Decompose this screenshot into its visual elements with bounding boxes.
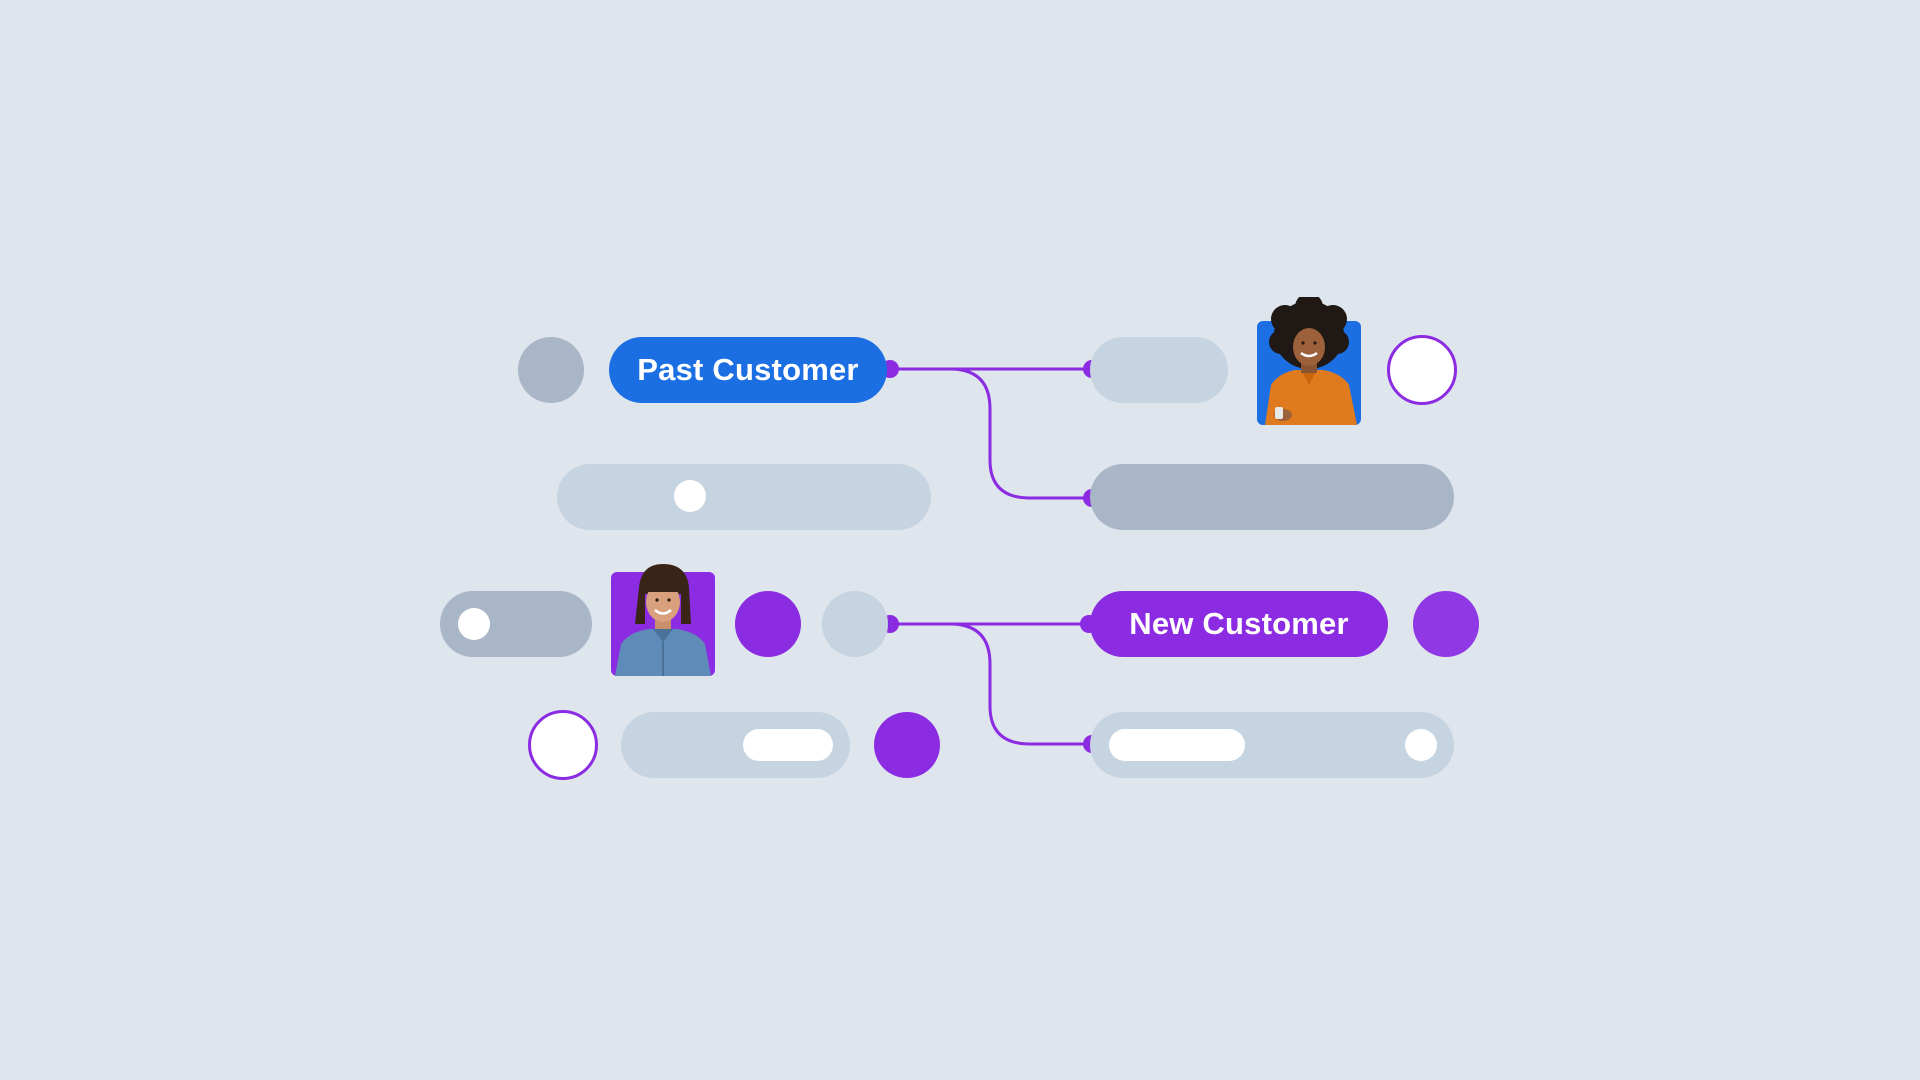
placeholder-bar [743,729,833,761]
placeholder-pill [1090,337,1228,403]
placeholder-dot [822,591,888,657]
placeholder-pill [557,464,931,530]
person-avatar-icon [1257,321,1361,425]
past-customer-label: Past Customer [637,352,858,388]
placeholder-dot-purple [874,712,940,778]
placeholder-dot [1405,729,1437,761]
placeholder-ring [1387,335,1457,405]
new-customer-label: New Customer [1129,606,1348,642]
new-customer-node[interactable]: New Customer [1090,591,1388,657]
person-avatar-icon [611,572,715,676]
placeholder-dot-purple [1413,591,1479,657]
placeholder-dot [458,608,490,640]
placeholder-bar [1109,729,1245,761]
placeholder-dot-purple [735,591,801,657]
placeholder-pill-dark [1090,464,1454,530]
connector-new-branch [950,624,1090,744]
placeholder-dot [518,337,584,403]
connector-past-branch [950,369,1090,498]
placeholder-ring [528,710,598,780]
past-customer-node[interactable]: Past Customer [609,337,887,403]
placeholder-dot [674,480,706,512]
